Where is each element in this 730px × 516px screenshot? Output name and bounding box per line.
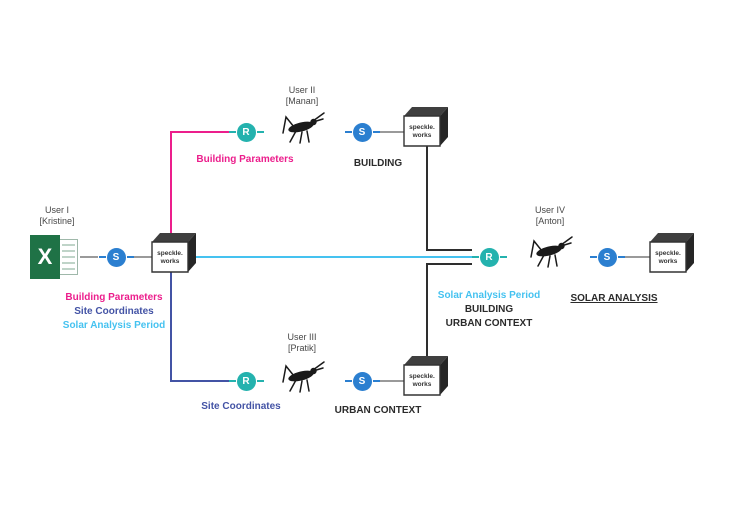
speckle-logo-line1: speckle. — [655, 250, 681, 257]
cube-front-face — [403, 364, 441, 396]
label-hub-streams: Building Parameters Site Coordinates Sol… — [63, 291, 165, 333]
label-input-building: BUILDING — [464, 304, 514, 315]
user-handle: [Pratik] — [287, 343, 317, 353]
cube-top-face — [404, 356, 448, 365]
excel-icon: X — [30, 235, 78, 279]
sender-letter: S — [603, 251, 611, 263]
receiver-node-solar-inputs: R — [471, 247, 507, 267]
excel-sheet-page — [59, 239, 78, 275]
user-label-1: User I [Kristine] — [39, 205, 74, 227]
user-handle: [Kristine] — [39, 216, 75, 226]
speckle-logo-line1: speckle. — [409, 373, 435, 380]
speckle-logo-line2: works — [412, 132, 432, 139]
connector-urban-stream-horizontal — [426, 263, 472, 265]
receiver-letter: R — [242, 126, 250, 138]
cube-front-face — [151, 241, 189, 273]
user-label-3: User III [Pratik] — [287, 332, 316, 354]
user-name: User II — [288, 85, 316, 95]
connector-sender-to-urban-box — [379, 380, 404, 382]
speckle-server-building: speckle. works — [398, 104, 450, 148]
receiver-letter: R — [485, 251, 493, 263]
grasshopper-icon-user4 — [529, 234, 573, 272]
label-stream-building-parameters: Building Parameters — [65, 292, 163, 303]
cube-front-face — [403, 115, 441, 147]
sender-node-urban-context: S — [344, 371, 380, 391]
grasshopper-icon-user2 — [281, 110, 325, 148]
connector-building-parameters-vertical — [170, 131, 172, 243]
receiver-node-building-parameters: R — [228, 122, 264, 142]
user-name: User IV — [534, 205, 566, 215]
connector-building-stream-horizontal — [426, 249, 472, 251]
connector-site-coordinates-horizontal — [170, 380, 229, 382]
speckle-server-solar-analysis: speckle. works — [644, 230, 696, 274]
label-urban-context: URBAN CONTEXT — [334, 405, 422, 416]
label-site-coordinates: Site Coordinates — [201, 401, 281, 412]
user-label-2: User II [Manan] — [286, 85, 319, 107]
label-receiver-inputs: Solar Analysis Period BUILDING URBAN CON… — [438, 289, 540, 331]
label-solar-analysis: SOLAR ANALYSIS — [570, 293, 658, 304]
connector-sender-to-building-box — [379, 131, 404, 133]
speckle-logo-line2: works — [412, 381, 432, 388]
label-stream-site-coordinates: Site Coordinates — [74, 306, 154, 317]
sender-node-building: S — [344, 122, 380, 142]
grasshopper-icon-user3 — [281, 359, 325, 397]
label-input-solar-analysis-period: Solar Analysis Period — [437, 290, 541, 301]
connector-site-coordinates-vertical — [170, 271, 172, 381]
connector-excel-to-sender — [80, 256, 98, 258]
cube-side-face — [686, 233, 694, 272]
receiver-node-site-coordinates: R — [228, 371, 264, 391]
connector-sender-to-solar-box — [624, 256, 650, 258]
receiver-letter: R — [242, 375, 250, 387]
label-stream-solar-analysis-period: Solar Analysis Period — [62, 320, 166, 331]
label-building-parameters-top: Building Parameters — [196, 154, 294, 165]
cube-top-face — [404, 107, 448, 116]
connector-building-parameters-horizontal — [170, 131, 229, 133]
excel-x-badge: X — [30, 235, 60, 279]
cube-top-face — [152, 233, 196, 242]
sender-letter: S — [358, 126, 366, 138]
connector-sender-to-hub — [134, 256, 152, 258]
cube-side-face — [440, 356, 448, 395]
speckle-logo-line1: speckle. — [409, 124, 435, 131]
speckle-logo-line2: works — [658, 258, 678, 265]
speckle-server-hub: speckle. works — [146, 230, 198, 274]
user-name: User III — [287, 332, 317, 342]
speckle-logo-line1: speckle. — [157, 250, 183, 257]
speckle-logo-line2: works — [160, 258, 180, 265]
connector-building-stream-vertical — [426, 146, 428, 251]
cube-top-face — [650, 233, 694, 242]
cube-front-face — [649, 241, 687, 273]
excel-sheet-rows — [62, 244, 75, 270]
user-handle: [Manan] — [285, 96, 319, 106]
cube-side-face — [440, 107, 448, 146]
connector-urban-stream-vertical — [426, 263, 428, 366]
sender-letter: S — [112, 251, 120, 263]
user-label-4: User IV [Anton] — [535, 205, 565, 227]
speckle-server-urban-context: speckle. works — [398, 353, 450, 397]
connector-solar-analysis-period — [188, 256, 472, 258]
label-building: BUILDING — [353, 158, 403, 169]
sender-node-excel: S — [98, 247, 134, 267]
sender-letter: S — [358, 375, 366, 387]
user-handle: [Anton] — [535, 216, 565, 226]
user-name: User I — [44, 205, 70, 215]
sender-node-solar-analysis: S — [589, 247, 625, 267]
label-input-urban-context: URBAN CONTEXT — [445, 318, 533, 329]
cube-side-face — [188, 233, 196, 272]
